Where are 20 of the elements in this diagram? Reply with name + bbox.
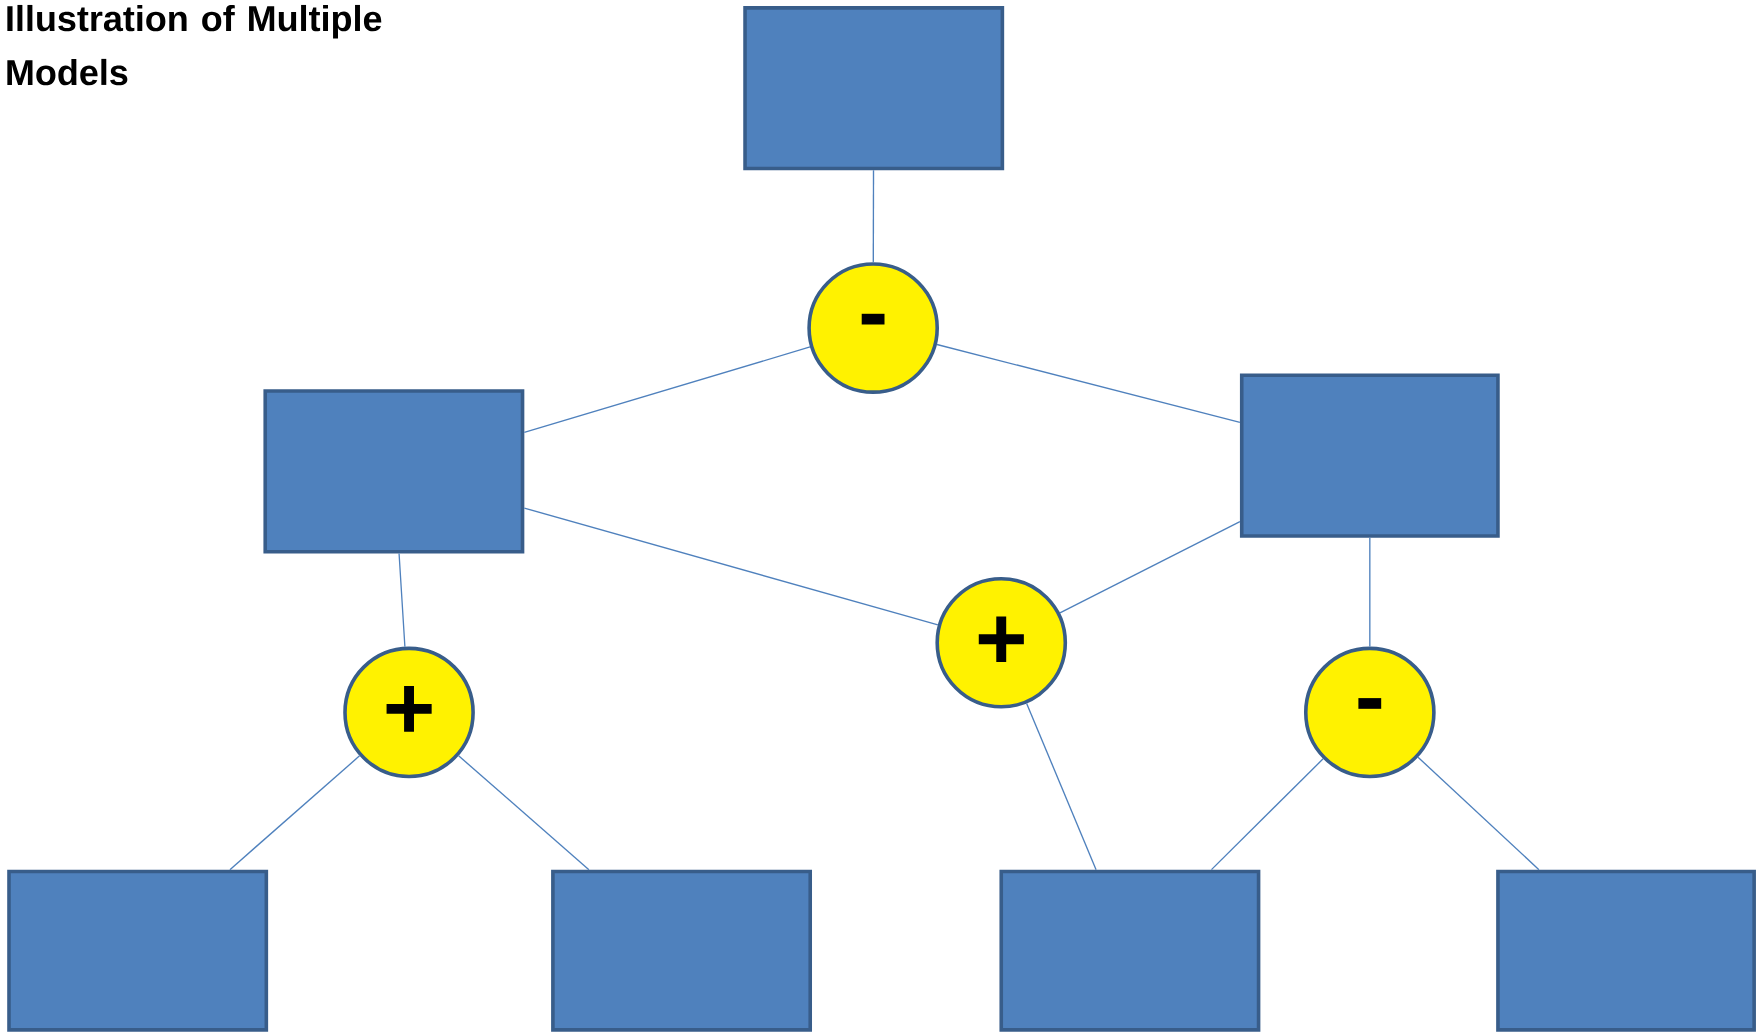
connector-line bbox=[1369, 537, 1371, 648]
connector-line bbox=[1059, 520, 1241, 614]
model-box bbox=[999, 869, 1261, 1032]
model-box bbox=[1496, 869, 1756, 1032]
connector-line bbox=[1417, 756, 1540, 871]
connector-line bbox=[1210, 758, 1324, 871]
model-box bbox=[1239, 373, 1500, 538]
connector-line bbox=[872, 169, 875, 264]
connector-line bbox=[457, 755, 590, 871]
model-box bbox=[263, 389, 525, 554]
connector-line bbox=[936, 343, 1241, 424]
model-box bbox=[743, 6, 1005, 171]
model-box bbox=[551, 869, 812, 1032]
connector-line bbox=[1025, 702, 1097, 871]
connector-line bbox=[523, 507, 939, 626]
connector-line bbox=[229, 755, 361, 871]
model-box bbox=[7, 869, 269, 1032]
title: Illustration of Multiple Models bbox=[7, 5, 382, 86]
connector-line bbox=[523, 346, 811, 434]
connector-line bbox=[398, 552, 406, 648]
